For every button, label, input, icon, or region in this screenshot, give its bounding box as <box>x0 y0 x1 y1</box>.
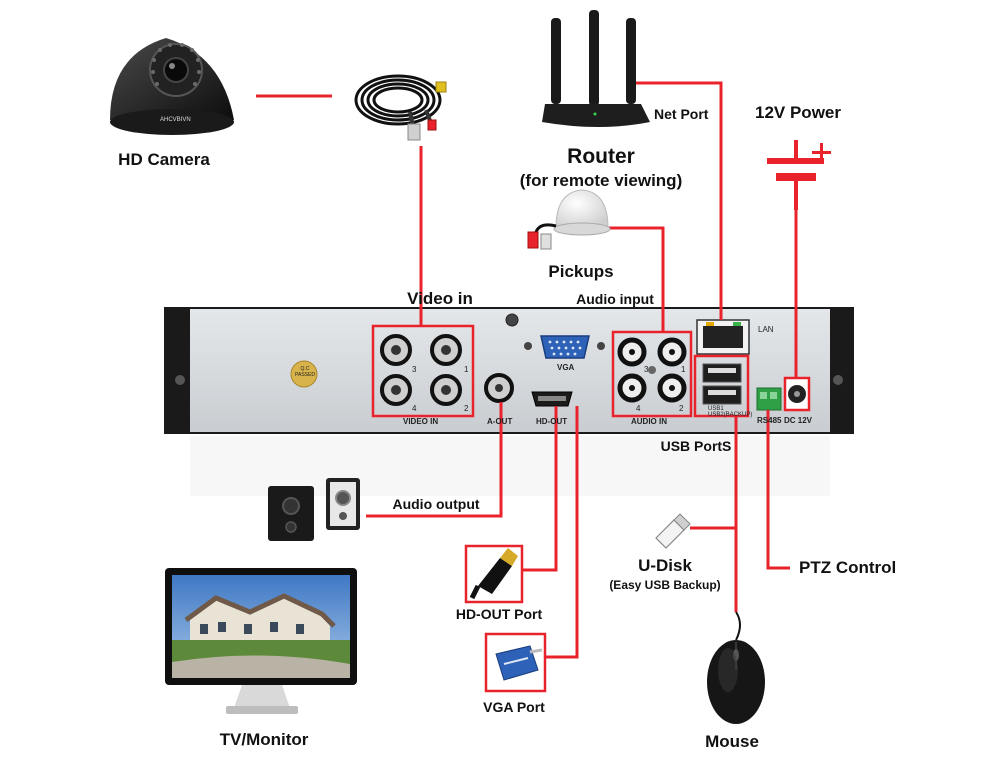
label-router-sub: (for remote viewing) <box>519 171 683 190</box>
audio-channel-1: 1 <box>681 365 686 374</box>
label-tv-monitor: TV/Monitor <box>219 730 309 749</box>
qc-sticker-text: Q.C PASSED <box>295 366 315 378</box>
audio-channel-2: 2 <box>679 404 684 413</box>
panel-label-a-out: A-OUT <box>487 417 513 426</box>
wire-router-lan <box>629 81 723 320</box>
pickup-microphone-image <box>527 189 611 250</box>
dvr-back-panel <box>164 307 854 496</box>
bnc-connector <box>430 374 462 406</box>
qc-sticker <box>290 360 318 388</box>
camera-brand-text: AHCVBIVN <box>160 117 191 123</box>
label-u-disk: U-Disk <box>638 556 692 575</box>
rca-connector <box>617 373 647 403</box>
usb-connectors <box>693 354 750 418</box>
audio-channel-3: 3 <box>644 365 649 374</box>
dc-power-symbol-icon <box>767 140 831 210</box>
rs485-terminal <box>756 387 782 411</box>
rca-connector <box>617 337 647 367</box>
label-usb-ports: USB PortS <box>660 438 732 454</box>
usb-disk-image <box>655 513 691 549</box>
wire-vga <box>545 406 579 659</box>
tv-monitor-image <box>165 568 357 714</box>
panel-label-lan: LAN <box>758 325 774 334</box>
panel-label-audio-in: AUDIO IN <box>631 417 667 426</box>
label-vga-port: VGA Port <box>483 699 545 715</box>
label-video-in: Video in <box>407 289 473 308</box>
label-pickups: Pickups <box>548 262 614 281</box>
panel-screw <box>833 375 843 385</box>
dc-power-jack <box>783 376 811 412</box>
video-channel-3: 3 <box>412 365 417 374</box>
label-hd-out-port: HD-OUT Port <box>455 606 543 622</box>
panel-label-rs485: RS485 <box>757 416 782 425</box>
label-ptz-control: PTZ Control <box>799 558 897 577</box>
label-audio-input: Audio input <box>576 291 654 307</box>
panel-screw <box>175 375 185 385</box>
connection-wires <box>256 81 798 659</box>
hdmi-cable-image <box>464 544 524 604</box>
video-channel-4: 4 <box>412 404 417 413</box>
video-in-connectors <box>371 324 475 418</box>
label-power: 12V Power <box>755 103 841 122</box>
bnc-connector <box>430 334 462 366</box>
panel-screw <box>505 313 519 327</box>
panel-label-vga: VGA <box>557 363 575 372</box>
panel-label-video-in: VIDEO IN <box>403 417 439 426</box>
label-u-disk-sub: (Easy USB Backup) <box>609 578 721 592</box>
label-mouse: Mouse <box>705 732 759 751</box>
audio-in-highlight-box <box>611 330 693 418</box>
vga-connector <box>524 335 605 359</box>
video-channel-2: 2 <box>464 404 469 413</box>
rca-connector <box>657 373 687 403</box>
label-net-port: Net Port <box>654 106 709 122</box>
rca-connector <box>657 337 687 367</box>
mouse-image <box>707 611 765 724</box>
label-router: Router <box>567 145 635 168</box>
router-image <box>542 10 650 127</box>
bnc-connector <box>380 374 412 406</box>
audio-channel-4: 4 <box>636 404 641 413</box>
lan-connector <box>696 319 750 355</box>
label-hd-camera: HD Camera <box>118 150 210 169</box>
video-channel-1: 1 <box>464 365 469 374</box>
wire-hdout <box>522 406 558 572</box>
bnc-connector <box>380 334 412 366</box>
panel-label-dc12v: DC 12V <box>784 416 813 425</box>
hd-camera-image <box>110 38 234 135</box>
panel-label-hd-out: HD-OUT <box>536 417 568 426</box>
panel-label-usb1: USB1 <box>708 406 724 412</box>
vga-cable-image <box>484 632 547 693</box>
panel-label-usb2: USB2(BACKUP) <box>708 412 753 418</box>
bnc-cable-image <box>354 74 447 141</box>
hd-out-connector <box>531 391 573 407</box>
usb-highlight-box <box>693 354 750 418</box>
wire-ptz <box>766 410 790 570</box>
audio-in-connectors <box>611 330 693 418</box>
wire-audio-output <box>366 402 503 518</box>
video-in-highlight-box <box>371 324 475 418</box>
speakers-image <box>268 478 360 541</box>
a-out-connector <box>484 373 514 403</box>
label-audio-output: Audio output <box>392 496 480 512</box>
wire-pickup-audioin <box>598 226 665 332</box>
